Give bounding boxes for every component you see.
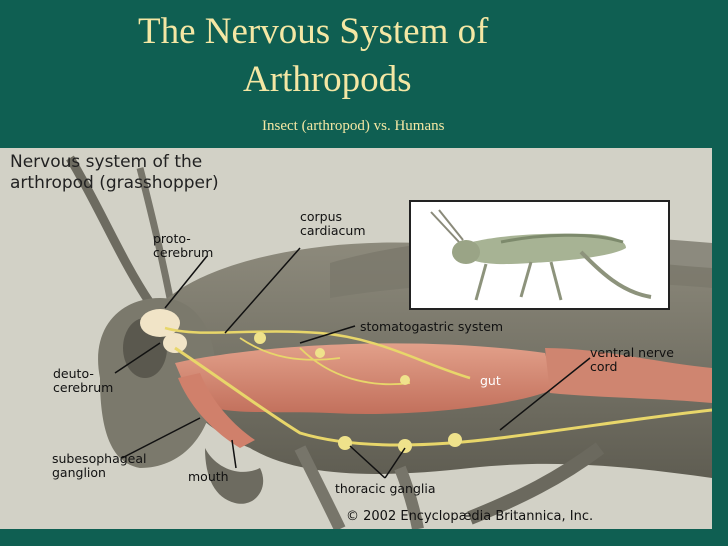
slide-title: The Nervous System of Arthropods xyxy=(138,8,698,104)
grasshopper-photo xyxy=(411,202,668,308)
copyright-notice: © 2002 Encyclopædia Britannica, Inc. xyxy=(346,509,594,524)
subesophageal-ganglion-label: subesophageal ganglion xyxy=(52,451,147,480)
mouth-label: mouth xyxy=(188,469,229,484)
ventral-nerve-cord-label: ventral nerve cord xyxy=(590,345,674,374)
grasshopper-nervous-system-illustration: Nervous system of the arthropod (grassho… xyxy=(0,148,712,529)
thoracic-ganglia-label: thoracic ganglia xyxy=(335,481,436,496)
protocerebrum-label: proto- cerebrum xyxy=(153,231,214,260)
stomatogastric-system-label: stomatogastric system xyxy=(360,319,504,334)
grasshopper-photo-inset xyxy=(409,200,670,310)
slide-subtitle: Insect (arthropod) vs. Humans xyxy=(262,118,445,134)
title-line-1: The Nervous System of xyxy=(138,11,489,52)
gut-label: gut xyxy=(480,373,501,388)
title-line-2: Arthropods xyxy=(243,59,412,100)
deutocerebrum-label: deuto- cerebrum xyxy=(53,366,114,395)
corpus-cardiacum-label: corpus cardiacum xyxy=(300,209,366,238)
figure-heading: Nervous system of the arthropod (grassho… xyxy=(10,152,219,193)
